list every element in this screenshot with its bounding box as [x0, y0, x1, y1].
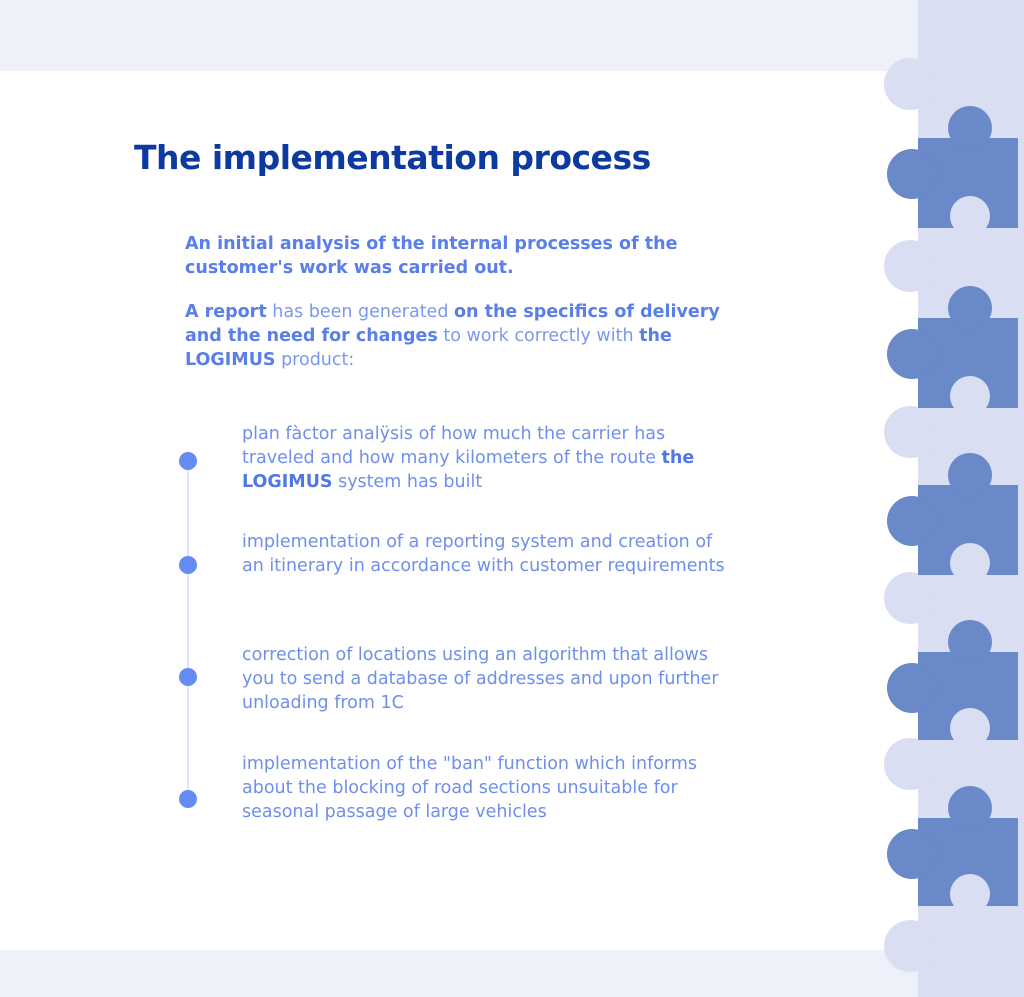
timeline-dot [179, 556, 197, 574]
intro-report-text: has been generated [266, 302, 454, 322]
timeline-item-location-correction: correction of locations using an algorit… [242, 645, 719, 713]
timeline-dot [179, 452, 197, 470]
timeline-item-ban-function: implementation of the "ban" function whi… [242, 754, 697, 822]
intro-product-text: product: [275, 350, 355, 370]
timeline-dot [179, 668, 197, 686]
intro-work-text: to work correctly with [437, 326, 640, 346]
timeline-item-reporting-system: implementation of a reporting system and… [242, 532, 725, 576]
timeline-line [187, 462, 189, 800]
item-text: plan fàctor analÿsis of how much the car… [242, 424, 666, 468]
intro-paragraph-analysis: An initial analysis of the internal proc… [185, 234, 678, 278]
item-text: system has built [332, 472, 483, 492]
intro-specifics-bold: on the specifics of delivery and the nee… [185, 302, 720, 346]
page-title: The implementation process [134, 138, 651, 177]
item-logimus-bold: the LOGIMUS [242, 448, 695, 492]
timeline-item-factor-analysis: plan fàctor analÿsis of how much the car… [242, 422, 732, 494]
intro-paragraph-report: A report has been generated on the speci… [185, 300, 725, 372]
content-panel [0, 71, 1024, 950]
intro-report-bold: A report [185, 302, 267, 322]
timeline-dot [179, 790, 197, 808]
intro-logimus-bold: the LOGIMUS [185, 326, 672, 370]
